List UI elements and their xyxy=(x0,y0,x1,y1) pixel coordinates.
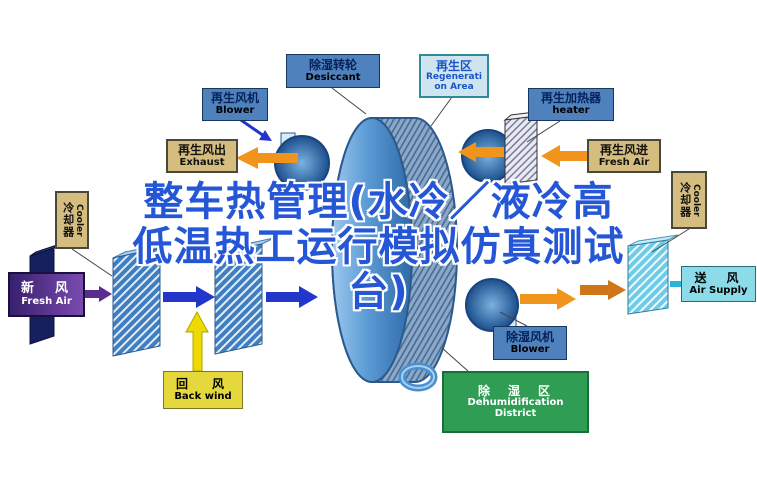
arrow-freshair-to-heater xyxy=(541,145,594,167)
label-regen-fresh-air-en: Fresh Air xyxy=(598,156,650,168)
label-fresh-air-en: Fresh Air xyxy=(21,295,72,307)
label-cooler-right-zh: 冷却器 xyxy=(678,182,692,218)
label-regen-exhaust-en: Exhaust xyxy=(179,156,225,168)
label-dehumid-district: 除 湿 区 Dehumidification District xyxy=(442,371,589,433)
label-dehumid-blower-zh: 除湿风机 xyxy=(505,329,554,344)
heat-exchanger-right xyxy=(627,234,679,315)
label-desiccant: 除湿转轮 Desiccant xyxy=(286,54,380,88)
label-regen-heater-en: heater xyxy=(552,105,590,117)
heat-exchanger-left-1 xyxy=(112,241,173,357)
arrow-return-air-up xyxy=(185,310,209,372)
label-back-wind-zh: 回 风 xyxy=(175,376,230,391)
label-air-supply-en: Air Supply xyxy=(689,284,748,296)
dehumid-fan xyxy=(465,278,519,332)
connector-lines xyxy=(71,87,690,372)
label-back-wind-en: Back wind xyxy=(174,390,232,402)
arrow-to-cooler-right xyxy=(580,280,626,300)
desiccant-wheel xyxy=(331,117,458,383)
label-regeneration-area: 再生区 Regeneration Area xyxy=(419,54,489,98)
heat-exchanger-left-2 xyxy=(214,237,275,355)
arrow-flow-blue-1 xyxy=(163,286,215,308)
label-cooler-right: 冷却器 Cooler xyxy=(671,171,707,229)
label-dehumid-district-en: Dehumidification District xyxy=(467,397,564,419)
label-air-supply: 送 风 Air Supply xyxy=(681,266,756,302)
label-fresh-air: 新 风 Fresh Air xyxy=(8,272,85,317)
label-air-supply-zh: 送 风 xyxy=(694,270,743,285)
arrow-fan-to-right xyxy=(520,288,576,310)
wheel-drive-ring xyxy=(398,362,438,392)
label-regen-blower-zh: 再生风机 xyxy=(210,91,259,106)
label-regen-blower-en: Blower xyxy=(215,105,255,117)
label-regen-blower: 再生风机 Blower xyxy=(202,88,268,121)
label-cooler-left: 冷却器 Cooler xyxy=(55,191,89,249)
arrow-heater-to-wheel xyxy=(458,142,504,162)
arrow-blower-label xyxy=(237,116,272,141)
label-regeneration-area-zh: 再生区 xyxy=(435,58,472,73)
label-regen-fresh-air: 再生风进 Fresh Air xyxy=(587,139,661,173)
label-regen-exhaust-zh: 再生风出 xyxy=(177,142,226,157)
label-cooler-left-zh: 冷却器 xyxy=(61,202,75,238)
label-dehumid-blower: 除湿风机 Blower xyxy=(493,326,567,360)
label-regen-fresh-air-zh: 再生风进 xyxy=(599,142,648,157)
label-regen-exhaust: 再生风出 Exhaust xyxy=(166,139,238,173)
arrow-fresh-air-in xyxy=(85,286,112,302)
label-dehumid-district-zh: 除 湿 区 xyxy=(477,383,553,398)
label-regen-heater: 再生加热器 heater xyxy=(528,88,614,121)
label-cooler-left-en: Cooler xyxy=(74,203,85,237)
label-back-wind: 回 风 Back wind xyxy=(163,371,243,409)
label-cooler-right-en: Cooler xyxy=(691,183,702,217)
label-desiccant-en: Desiccant xyxy=(305,71,361,83)
label-regen-heater-zh: 再生加热器 xyxy=(540,91,601,106)
regen-heater-coil xyxy=(503,110,545,185)
label-dehumid-blower-en: Blower xyxy=(510,343,550,355)
arrow-exhaust-left xyxy=(236,147,298,169)
label-regeneration-area-en: Regeneration Area xyxy=(426,72,482,92)
arrow-flow-blue-2 xyxy=(266,286,318,308)
label-desiccant-zh: 除湿转轮 xyxy=(308,57,357,72)
label-fresh-air-zh: 新 风 xyxy=(20,280,72,296)
